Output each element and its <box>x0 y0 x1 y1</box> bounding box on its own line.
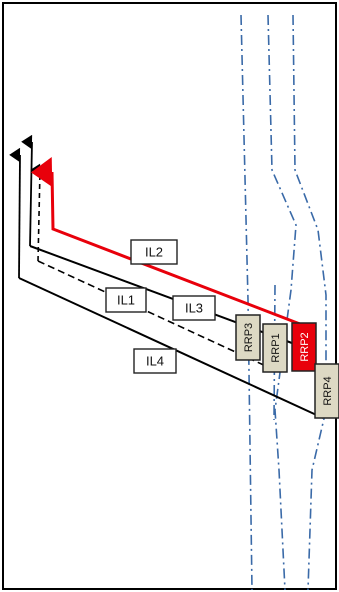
svg-text:IL1: IL1 <box>117 293 135 308</box>
label-il3: IL3 <box>172 295 216 321</box>
svg-text:RRP2: RRP2 <box>299 332 311 361</box>
svg-text:RRP3: RRP3 <box>243 323 255 352</box>
svg-text:RRP4: RRP4 <box>322 376 334 405</box>
dashdot-line-1 <box>240 14 253 591</box>
arrow-il1-vertical <box>30 163 41 262</box>
dashdot-line-2 <box>267 14 297 591</box>
rrp3-box: RRP3 <box>235 314 261 361</box>
line-il2-red <box>31 157 301 326</box>
arrow-il4-vertical <box>9 147 21 279</box>
label-il1: IL1 <box>105 287 147 313</box>
rrp2-box: RRP2 <box>291 322 317 372</box>
svg-text:IL4: IL4 <box>146 354 164 369</box>
svg-text:RRP1: RRP1 <box>270 333 282 362</box>
arrow-il3-vertical <box>21 134 33 247</box>
rrp4-box: RRP4 <box>314 363 339 419</box>
svg-text:IL3: IL3 <box>185 301 203 316</box>
label-il4: IL4 <box>133 348 177 374</box>
dashdot-line-3 <box>292 14 327 591</box>
rrp1-box: RRP1 <box>262 323 288 373</box>
svg-text:IL2: IL2 <box>145 245 163 260</box>
label-il2: IL2 <box>130 239 178 265</box>
line-il1 <box>37 260 269 368</box>
line-il4 <box>18 277 324 419</box>
